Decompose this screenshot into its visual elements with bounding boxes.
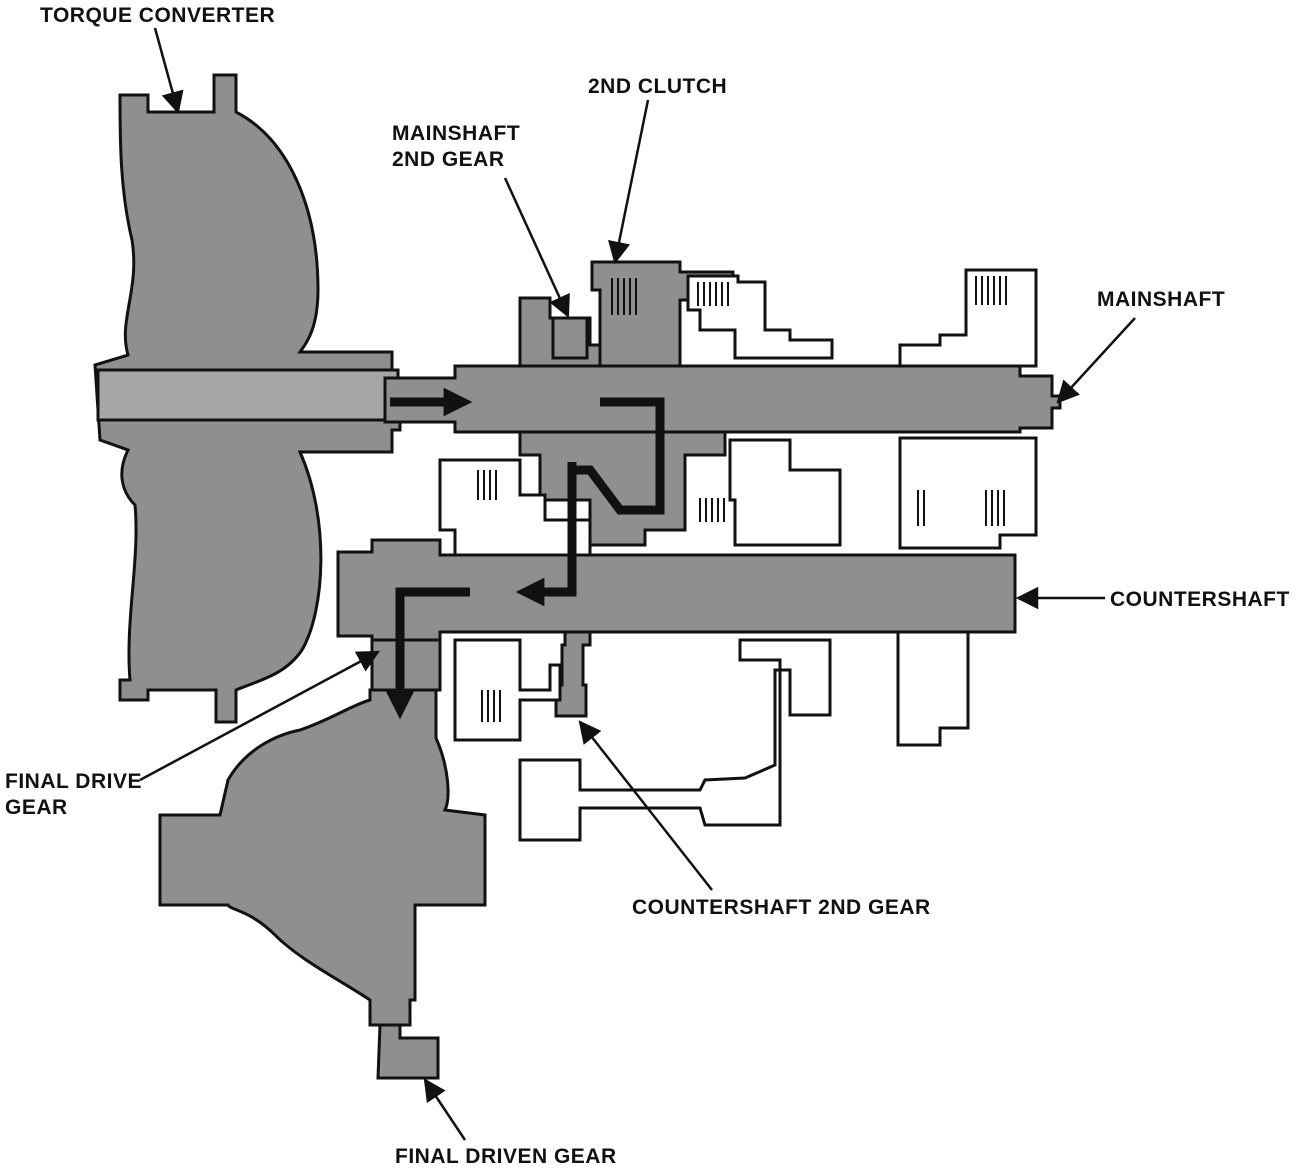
mainshaft-3rd-clutch-plates xyxy=(697,282,729,306)
mainshaft-3rd-clutch xyxy=(686,274,834,360)
countershaft-left-clutch-plates xyxy=(477,470,497,500)
power-flow-through-clutch xyxy=(572,397,665,515)
countershaft-lower-left-housing xyxy=(453,638,562,742)
mainshaft-leader xyxy=(1056,317,1136,404)
countershaft-2nd-gear-leader xyxy=(578,720,713,891)
power-flow-down-to-countershaft xyxy=(515,462,577,607)
countershaft-2nd-gear-label: COUNTERSHAFT 2ND GEAR xyxy=(632,896,931,919)
final-drive-gear-leader xyxy=(139,650,380,782)
torque-converter-leader xyxy=(153,27,184,115)
mainshaft-2nd-gear-teeth xyxy=(551,316,589,360)
mainshaft-2nd-gear-label-line1: MAINSHAFT xyxy=(392,122,520,145)
power-flow-to-final-drive xyxy=(385,587,470,720)
mainshaft-4th-clutch xyxy=(898,268,1038,368)
countershaft-label: COUNTERSHAFT xyxy=(1110,588,1290,611)
countershaft-right-clutch xyxy=(898,436,1038,550)
second-clutch-plates xyxy=(611,278,637,315)
final-driven-gear-stub xyxy=(376,1023,440,1080)
countershaft-middle-clutch-plates xyxy=(699,498,725,522)
final-drive-gear-label-line2: GEAR xyxy=(5,796,68,819)
final-driven-gear-label: FINAL DRIVEN GEAR xyxy=(395,1145,617,1168)
parking-gear-housing xyxy=(518,638,832,842)
countershaft-lower-right-housing xyxy=(896,630,970,747)
final-drive-gear-label-line1: FINAL DRIVE xyxy=(5,770,142,793)
countershaft xyxy=(336,538,1017,647)
countershaft-2nd-gear xyxy=(554,630,592,718)
countershaft-middle-clutch xyxy=(728,438,842,547)
converter-hub xyxy=(96,368,400,422)
torque-converter-label: TORQUE CONVERTER xyxy=(40,4,275,27)
countershaft-lower-left-plates xyxy=(481,690,501,722)
final-drive-gear xyxy=(370,638,442,692)
differential-final-driven-gear xyxy=(158,688,487,1027)
mainshaft xyxy=(383,364,1062,434)
mainshaft-2nd-gear-label-line2: 2ND GEAR xyxy=(392,148,505,171)
second-clutch-leader xyxy=(608,99,650,265)
mainshaft-lower-gear-cluster xyxy=(518,430,727,547)
mainshaft-4th-clutch-plates xyxy=(975,276,1007,305)
second-clutch-label: 2ND CLUTCH xyxy=(588,75,727,98)
countershaft-right-clutch-plates xyxy=(917,490,1005,526)
final-driven-gear-leader xyxy=(423,1078,467,1141)
mainshaft-label: MAINSHAFT xyxy=(1097,288,1225,311)
mainshaft-2nd-gear-leader xyxy=(503,177,570,319)
